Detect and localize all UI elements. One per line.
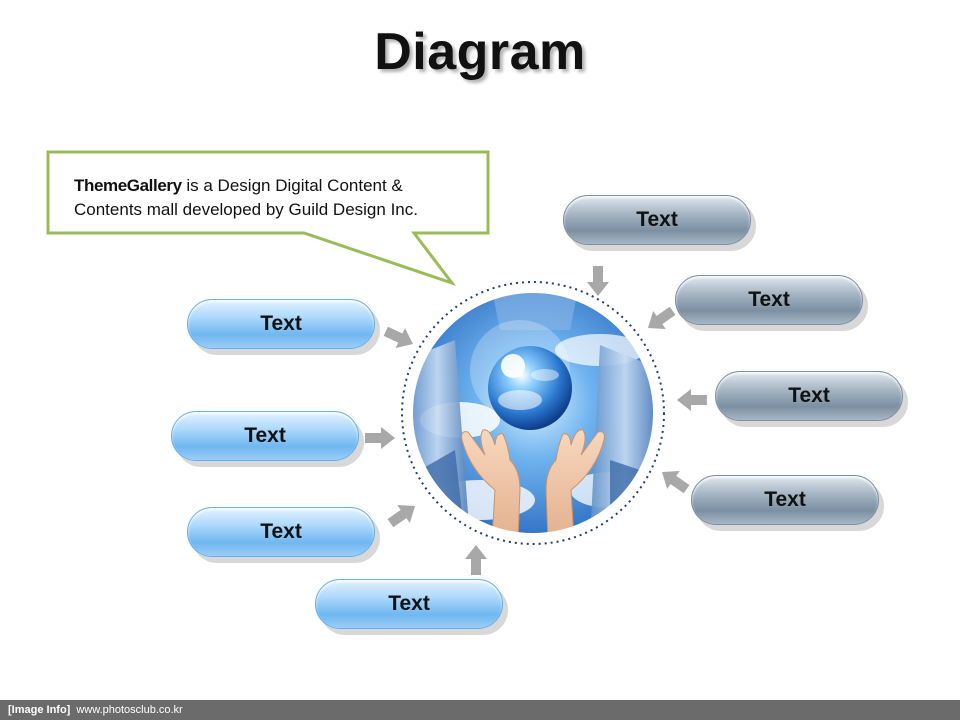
right-pill-3[interactable]: Text	[715, 371, 903, 421]
right-pill-4[interactable]: Text	[691, 475, 879, 525]
right-pill-2[interactable]: Text	[675, 275, 863, 325]
right-pill-1[interactable]: Text	[563, 195, 751, 245]
speech-callout	[46, 150, 490, 286]
page-title: Diagram	[374, 23, 586, 81]
arrow-8	[465, 545, 487, 575]
arrow-6	[365, 427, 395, 449]
arrow-4	[662, 471, 690, 494]
left-pill-3[interactable]: Text	[187, 507, 375, 557]
callout-line-2: Contents mall developed by Guild Design …	[74, 200, 418, 219]
left-pill-2[interactable]: Text	[171, 411, 359, 461]
arrow-7	[387, 505, 415, 528]
arrow-3	[677, 389, 707, 411]
footer-tag: [Image Info]	[8, 704, 71, 716]
center-globe-image	[401, 281, 665, 545]
arrow-5	[383, 326, 413, 349]
left-pill-1[interactable]: Text	[187, 299, 375, 349]
arrow-group	[365, 266, 707, 575]
callout-text: ThemeGallery is a Design Digital Content…	[74, 174, 474, 222]
footer-url[interactable]: www.photosclub.co.kr	[76, 704, 183, 716]
callout-line-1-rest: is a Design Digital Content &	[181, 176, 403, 195]
diagram-canvas	[46, 150, 707, 575]
dotted-ring	[401, 281, 665, 545]
callout-line-1: ThemeGallery is a Design Digital Content…	[74, 174, 474, 198]
arrow-1	[587, 266, 609, 296]
brand-name: ThemeGallery	[74, 176, 182, 195]
arrow-2	[648, 306, 676, 329]
left-pill-4[interactable]: Text	[315, 579, 503, 629]
footer-bar: [Image Info] www.photosclub.co.kr	[0, 700, 960, 720]
